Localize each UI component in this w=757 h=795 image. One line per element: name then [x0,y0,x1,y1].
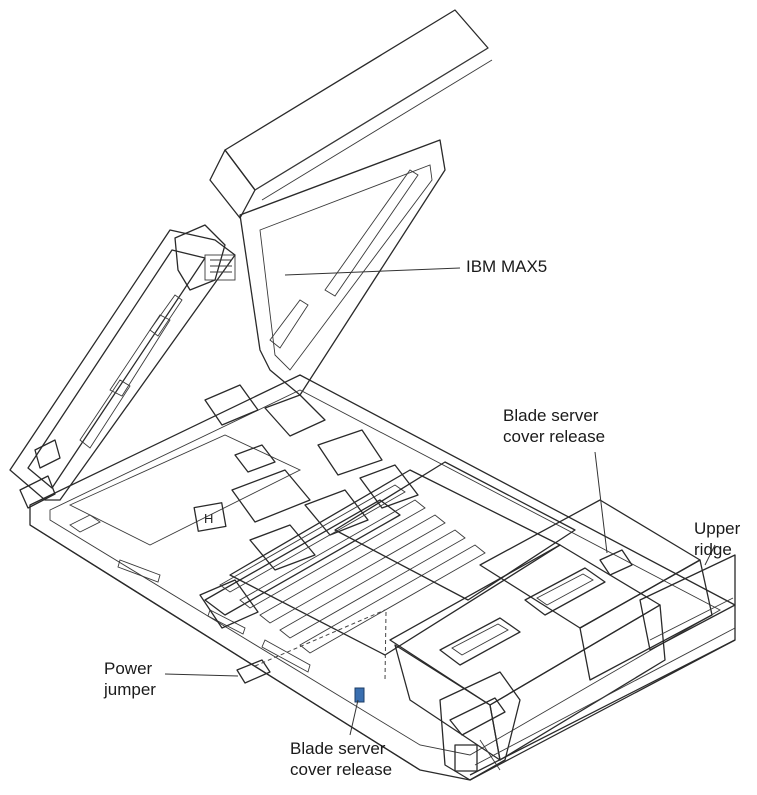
label-power-jumper: Power jumper [104,658,156,700]
blade-server-chassis: H [19,374,736,781]
label-power-jumper-line1: Power [104,659,153,678]
label-cover-release-bottom-line2: cover release [290,760,393,779]
label-cover-release-bottom-line1: Blade server [290,739,386,758]
label-ibm-max5-text: IBM MAX5 [466,257,548,276]
label-cover-release-top: Blade server cover release [503,405,605,447]
max5-expansion-unit [9,9,493,501]
label-power-jumper-line2: jumper [104,680,156,699]
label-ibm-max5: IBM MAX5 [466,256,547,277]
svg-text:H: H [204,511,213,526]
power-jumper-part [236,659,271,684]
label-upper-ridge-line2: ridge [694,540,732,559]
label-cover-release-bottom: Blade server cover release [290,738,392,780]
label-cover-release-top-line1: Blade server [503,406,599,425]
label-cover-release-top-line2: cover release [503,427,606,446]
label-upper-ridge: Upper ridge [694,518,740,560]
callout-leaders [164,267,716,736]
label-upper-ridge-line1: Upper [694,519,741,538]
